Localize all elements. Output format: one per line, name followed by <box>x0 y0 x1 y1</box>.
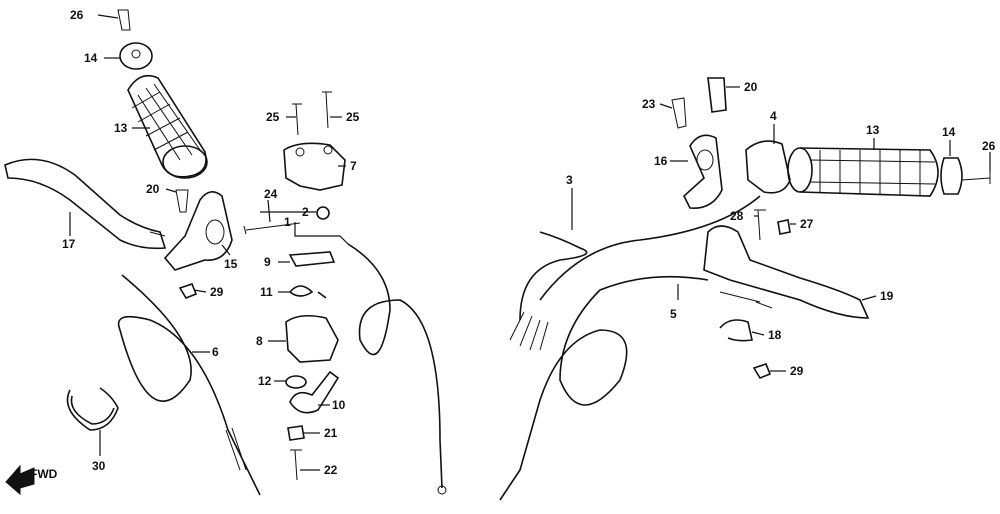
switch-harness-3 <box>519 231 588 321</box>
part-number-labels: 26 14 13 20 17 15 24 25 25 7 2 1 9 11 8 … <box>62 8 996 477</box>
part-label: 5 <box>670 307 677 321</box>
clutch-cable <box>117 274 261 496</box>
part-label: 15 <box>224 257 238 271</box>
left-cap-bolt <box>117 9 131 31</box>
right-screw-27 <box>777 219 791 235</box>
part-label: 13 <box>866 123 880 137</box>
part-label: 3 <box>566 173 573 187</box>
part-label: 20 <box>146 182 160 196</box>
leader-lines <box>69 14 991 471</box>
part-2 <box>316 206 330 220</box>
part-label: 21 <box>324 426 338 440</box>
right-end-screw <box>961 172 991 184</box>
right-bolt-23 <box>671 97 687 129</box>
part-label: 25 <box>346 110 360 124</box>
right-nut-29 <box>752 363 772 379</box>
center-throttle-cable <box>347 243 443 489</box>
part-label: 23 <box>642 97 656 111</box>
left-assembly: FWD <box>4 9 447 496</box>
switch-housing-upper <box>283 142 346 191</box>
part-10-lever <box>289 370 340 414</box>
part-label: 7 <box>350 159 357 173</box>
part-label: 6 <box>212 345 219 359</box>
part-label: 2 <box>302 205 309 219</box>
part-label: 25 <box>266 110 280 124</box>
part-label: 27 <box>800 217 814 231</box>
fwd-label: FWD <box>30 467 58 481</box>
part-label: 14 <box>942 125 956 139</box>
fwd-direction-marker: FWD <box>5 464 58 496</box>
switch-housing-lower <box>285 314 339 363</box>
left-grip-end-cap <box>119 42 153 70</box>
brake-cable-5 <box>499 275 709 501</box>
part-label: 26 <box>70 8 84 22</box>
right-assembly <box>499 77 991 501</box>
part-21-nut <box>287 425 305 441</box>
left-lever-holder <box>163 191 233 271</box>
cable-clip-18 <box>719 319 753 342</box>
part-label: 29 <box>210 285 224 299</box>
part-label: 4 <box>770 109 777 123</box>
left-holder-bolt <box>175 189 189 213</box>
switch-screw-25a <box>292 103 302 136</box>
right-grip-end-cap <box>940 157 963 195</box>
switch-screw-24 <box>243 222 301 235</box>
part-label: 19 <box>880 289 894 303</box>
switch-screw-25b <box>322 91 332 129</box>
part-9-plate <box>288 251 336 267</box>
part-label: 11 <box>260 285 273 299</box>
brake-lever-19 <box>703 225 870 319</box>
right-throttle-cable <box>539 195 761 301</box>
cable-band-30 <box>66 387 119 431</box>
part-22-screw <box>290 449 302 481</box>
part-label: 12 <box>258 374 272 388</box>
part-label: 13 <box>114 121 128 135</box>
part-label: 16 <box>654 154 668 168</box>
part-label: 14 <box>84 51 98 65</box>
clutch-lever <box>4 158 167 250</box>
part-label: 17 <box>62 237 76 251</box>
part-12-ring <box>285 375 307 389</box>
part-label: 24 <box>264 187 278 201</box>
part-label: 30 <box>92 459 106 473</box>
part-11-spring <box>289 285 327 299</box>
part-label: 1 <box>284 215 291 229</box>
part-label: 10 <box>332 398 346 412</box>
left-grip <box>127 74 208 179</box>
right-holder-16 <box>683 134 723 209</box>
left-nut-29 <box>178 283 198 299</box>
right-bolt-20 <box>707 77 727 113</box>
part-label: 20 <box>744 80 758 94</box>
part-label: 9 <box>264 255 271 269</box>
part-label: 29 <box>790 364 804 378</box>
part-label: 18 <box>768 328 782 342</box>
part-label: 22 <box>324 463 338 477</box>
part-label: 26 <box>982 139 996 153</box>
right-screw-28 <box>754 209 766 241</box>
part-label: 8 <box>256 334 263 348</box>
throttle-housing-4 <box>745 140 791 194</box>
right-throttle-grip <box>787 147 939 197</box>
part-label: 28 <box>730 209 744 223</box>
